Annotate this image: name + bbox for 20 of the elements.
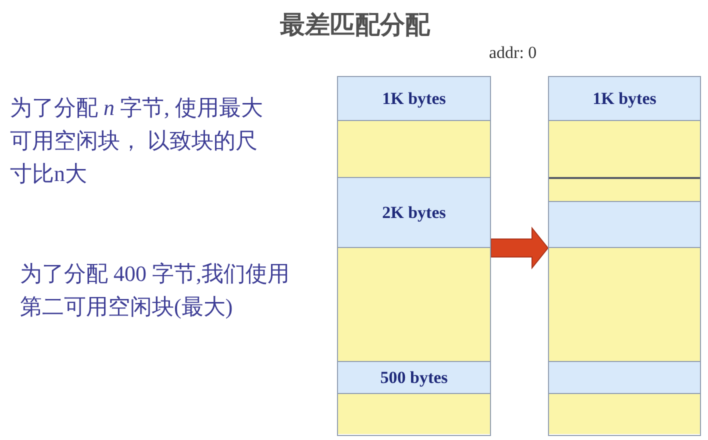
memory-block — [338, 247, 490, 361]
memory-block: 500 bytes — [338, 361, 490, 393]
block-arrow — [490, 226, 549, 270]
memory-stack — [548, 76, 701, 436]
address-label: addr: 0 — [489, 43, 537, 63]
memory-block — [338, 120, 490, 177]
memory-block — [338, 393, 490, 434]
memory-block — [549, 361, 700, 393]
memory-stack — [337, 76, 491, 436]
description-text: 为了分配 400 字节,我们使用第二可用空闲块(最大) — [20, 260, 290, 321]
memory-block: 1K bytes — [338, 77, 490, 120]
memory-block: 1K bytes — [549, 77, 700, 120]
memory-block — [549, 177, 700, 201]
memory-block — [549, 247, 700, 361]
memory-block — [549, 393, 700, 434]
memory-block — [549, 201, 700, 247]
description-text: 为了分配 n 字节, 使用最大可用空闲块， 以致块的尺寸比n大 — [10, 94, 264, 188]
memory-block — [549, 120, 700, 177]
title: 最差匹配分配 — [280, 11, 430, 41]
memory-block: 2K bytes — [338, 177, 490, 247]
